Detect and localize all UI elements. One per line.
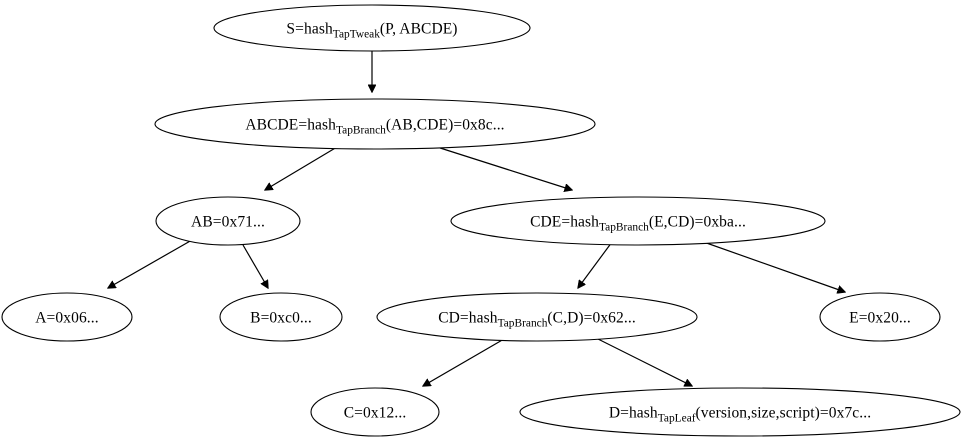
node-ab[interactable] — [155, 196, 301, 246]
edge-cd-to-c — [423, 338, 505, 386]
nodes-layer — [1, 4, 961, 437]
edge-ab-to-a — [108, 239, 193, 288]
edge-cde-to-e — [697, 239, 845, 292]
node-a[interactable] — [1, 292, 133, 342]
node-cde[interactable] — [450, 196, 826, 246]
edge-abcde-to-cde — [436, 146, 572, 190]
node-e[interactable] — [819, 292, 941, 342]
edges-layer — [108, 51, 845, 386]
node-b[interactable] — [219, 292, 343, 342]
edge-abcde-to-ab — [265, 146, 338, 190]
node-d[interactable] — [519, 387, 961, 437]
node-s[interactable] — [213, 4, 531, 52]
edge-cd-to-d — [597, 338, 692, 386]
node-c[interactable] — [310, 387, 440, 437]
edge-cde-to-cd — [578, 241, 613, 288]
node-cd[interactable] — [376, 292, 698, 342]
edge-ab-to-b — [242, 244, 268, 288]
node-abcde[interactable] — [154, 98, 596, 150]
